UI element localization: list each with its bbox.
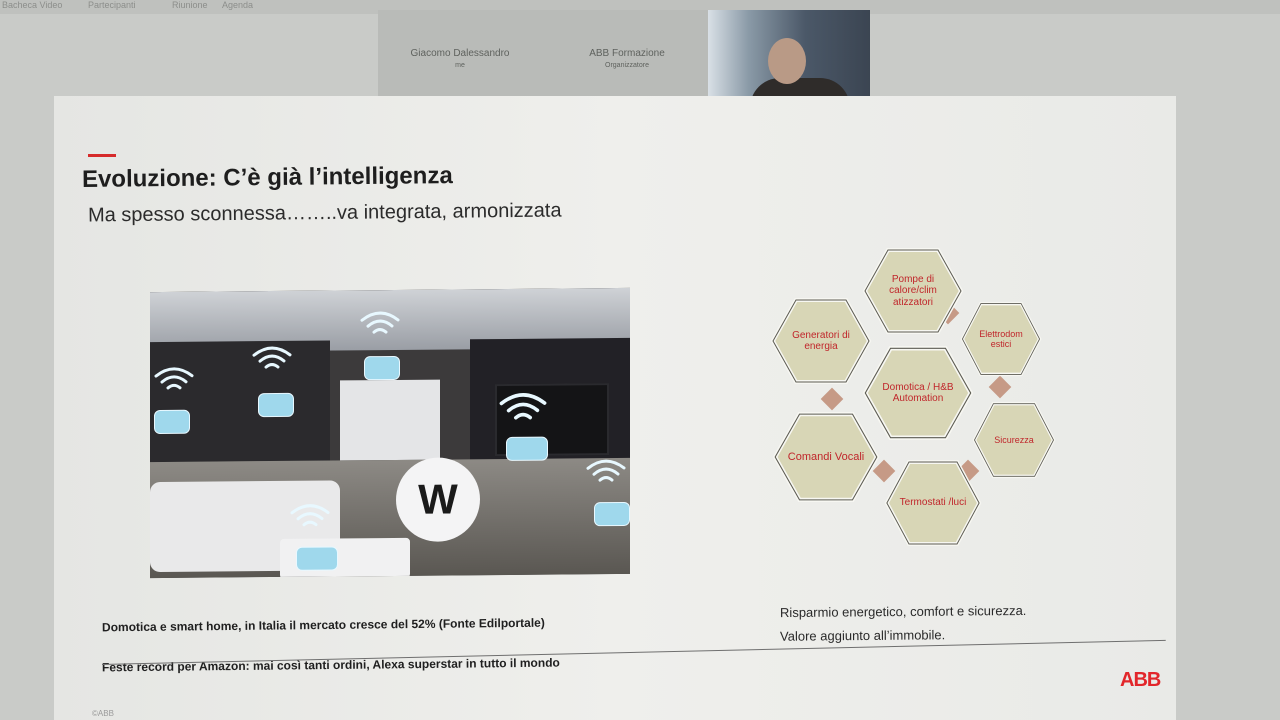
hexagon-label: Generatori di energia bbox=[792, 329, 850, 353]
hexagon-energy-generators: Generatori di energia bbox=[770, 297, 872, 385]
hex-connector bbox=[820, 387, 844, 411]
hexagon-home-automation: Domotica / H&B Automation bbox=[862, 345, 974, 441]
slide-title: Evoluzione: C’è già l’intelligenza bbox=[81, 162, 453, 193]
wifi-icon bbox=[250, 343, 294, 373]
copyright-text: ©ABB bbox=[92, 709, 114, 718]
shared-slide: Evoluzione: C’è già l’intelligenza Ma sp… bbox=[54, 96, 1176, 720]
title-accent-bar bbox=[88, 154, 116, 157]
participant-card[interactable]: ABB Formazione Organizzatore bbox=[562, 48, 692, 69]
speaker-device-icon bbox=[594, 501, 630, 527]
webcam-video-tile[interactable] bbox=[708, 10, 870, 98]
participant-name: Giacomo Dalessandro bbox=[410, 48, 510, 59]
benefit-line: Valore aggiunto all’immobile. bbox=[779, 627, 946, 644]
wifi-icon bbox=[584, 456, 628, 486]
news-headline: Domotica e smart home, in Italia il merc… bbox=[101, 615, 545, 635]
meeting-top-bar: Bacheca Video Partecipanti Riunione Agen… bbox=[0, 0, 1280, 14]
hexagon-label: Sicurezza bbox=[994, 434, 1034, 445]
wifi-icon bbox=[288, 501, 332, 531]
participant-role: Organizzatore bbox=[605, 62, 649, 69]
hexagon-label: Comandi Vocali bbox=[787, 450, 865, 463]
participant-role: me bbox=[455, 62, 465, 69]
w-logo-icon: W bbox=[396, 457, 480, 542]
hexagon-diagram: Pompe di calore/clim atizzatori Generato… bbox=[764, 241, 1064, 561]
appliance-device-icon bbox=[154, 409, 190, 435]
wifi-icon bbox=[496, 389, 547, 420]
wifi-icon bbox=[152, 364, 196, 394]
hex-connector bbox=[988, 375, 1012, 399]
abb-logo: ABB bbox=[1120, 669, 1161, 691]
benefit-line: Risparmio energetico, comfort e sicurezz… bbox=[779, 602, 1027, 621]
hexagon-label: Elettrodom estici bbox=[979, 328, 1023, 349]
hexagon-security: Sicurezza bbox=[972, 401, 1056, 479]
wifi-icon bbox=[358, 308, 402, 338]
sensor-device-icon bbox=[258, 392, 294, 418]
presenter-head bbox=[768, 38, 806, 84]
hexagon-voice-commands: Comandi Vocali bbox=[772, 411, 880, 503]
topbar-item[interactable]: Partecipanti bbox=[88, 0, 136, 10]
slide-subtitle: Ma spesso sconnessa……..va integrata, arm… bbox=[87, 199, 562, 227]
hexagon-label: Pompe di calore/clim atizzatori bbox=[889, 273, 937, 308]
photo-white-cabinet bbox=[340, 379, 440, 461]
presenter-body bbox=[750, 78, 850, 98]
hexagon-label: Termostati /luci bbox=[899, 497, 967, 509]
participant-card[interactable]: Giacomo Dalessandro me bbox=[400, 48, 520, 69]
hexagon-label: Domotica / H&B Automation bbox=[882, 381, 954, 405]
smart-home-photo: W bbox=[150, 287, 630, 579]
hexagon-thermostats: Termostati /luci bbox=[884, 459, 982, 547]
participant-name: ABB Formazione bbox=[589, 48, 665, 59]
photo-left-wall bbox=[150, 340, 330, 463]
topbar-item[interactable]: Bacheca Video bbox=[2, 0, 63, 10]
participants-panel: Giacomo Dalessandro me ABB Formazione Or… bbox=[378, 10, 710, 100]
bulb-device-icon bbox=[364, 355, 400, 381]
hexagon-heat-pumps: Pompe di calore/clim atizzatori bbox=[862, 247, 964, 335]
topbar-item[interactable]: Riunione bbox=[172, 0, 208, 10]
tv-device-icon bbox=[506, 436, 548, 461]
hexagon-appliances: Elettrodom estici bbox=[960, 301, 1042, 377]
footer-divider bbox=[101, 639, 1166, 665]
tablet-device-icon bbox=[296, 546, 338, 571]
topbar-item[interactable]: Agenda bbox=[222, 0, 254, 10]
